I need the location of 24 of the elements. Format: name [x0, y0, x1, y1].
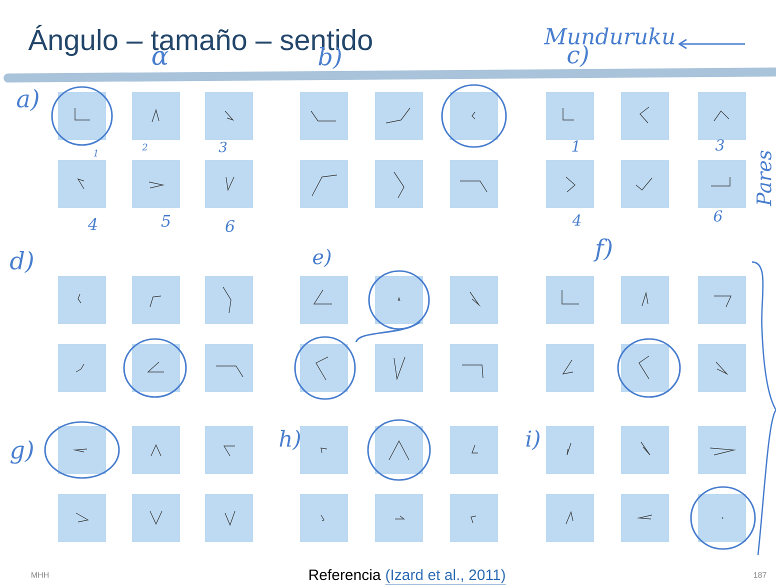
handwritten-note: 1 [94, 150, 98, 156]
handwritten-note: f) [593, 238, 612, 262]
footer-text: 187 [754, 572, 766, 578]
footer-text: MHH [32, 572, 48, 578]
handwritten-note: h) [280, 430, 300, 450]
reference-link: (Izard et al., 2011) [385, 569, 506, 585]
handwritten-note: 6 [226, 220, 235, 232]
handwritten-note: 4 [572, 214, 581, 226]
handwritten-note: d) [10, 251, 33, 273]
handwritten-note: 1 [572, 140, 578, 152]
handwritten-note: 4 [88, 218, 97, 230]
reference-text: Referencia [310, 569, 381, 580]
handwritten-note: 3 [218, 142, 227, 152]
handwritten-note: a) [17, 89, 38, 111]
handwritten-note: 3 [715, 139, 724, 151]
handwritten-note: e) [313, 248, 331, 268]
handwritten-note: c) [568, 45, 588, 67]
handwritten-note: 6 [714, 210, 722, 222]
handwritten-note: 2 [142, 144, 148, 150]
handwritten-note: Pares [756, 150, 772, 206]
handwritten-note: Munduruku [544, 27, 674, 45]
handwritten-note: i) [526, 430, 540, 450]
handwritten-note: 5 [161, 215, 170, 227]
handwritten-note: g) [10, 440, 33, 464]
